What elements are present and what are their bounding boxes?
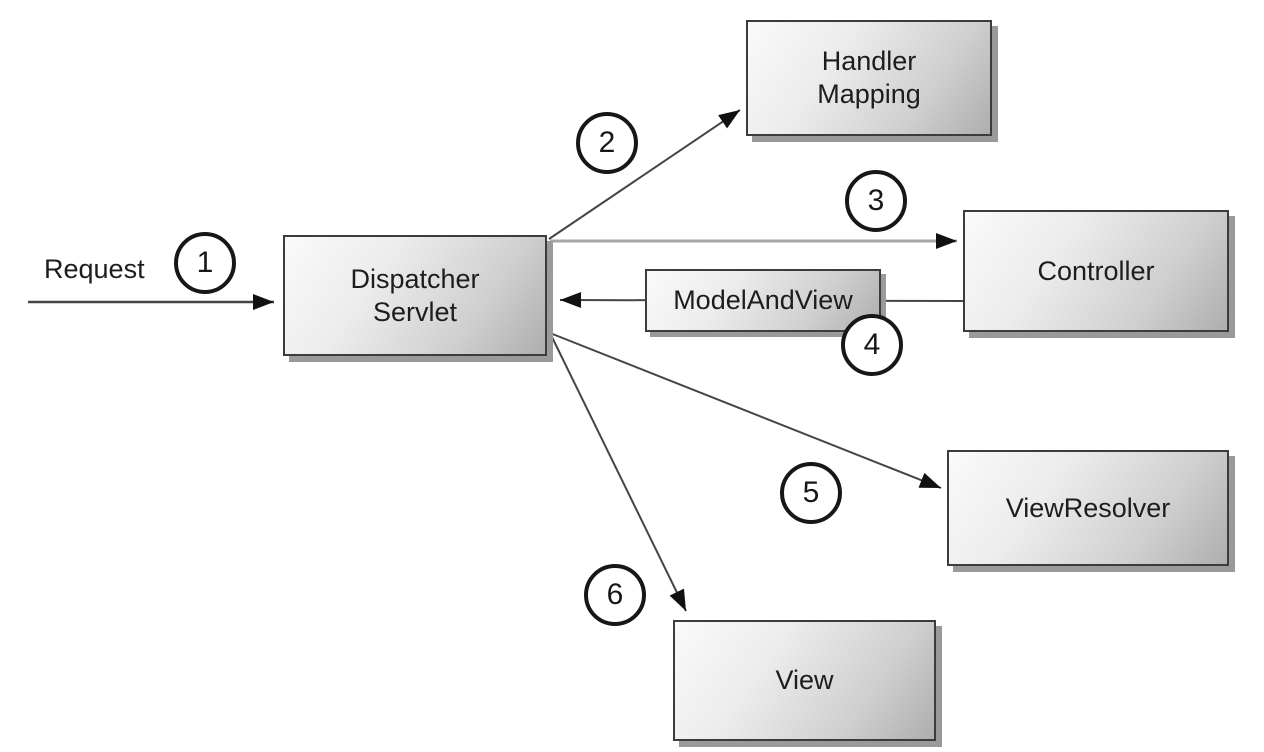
step-badge-1: 1 bbox=[174, 232, 236, 294]
node-view: View bbox=[673, 620, 936, 741]
node-controller: Controller bbox=[963, 210, 1229, 332]
step-badge-2: 2 bbox=[576, 112, 638, 174]
request-label: Request bbox=[44, 254, 145, 284]
arrow-5-dispatcher-to-viewresolver bbox=[549, 332, 942, 489]
node-dispatcher-servlet: Dispatcher Servlet bbox=[283, 235, 547, 356]
arrow-2-dispatcher-to-handlermapping bbox=[548, 109, 741, 240]
step-badge-6: 6 bbox=[584, 564, 646, 626]
node-model-and-view: ModelAndView bbox=[645, 269, 881, 332]
node-view-resolver: ViewResolver bbox=[947, 450, 1229, 566]
step-badge-5: 5 bbox=[780, 462, 842, 524]
node-handler-mapping: Handler Mapping bbox=[746, 20, 992, 136]
arrow-6-dispatcher-to-view bbox=[549, 332, 687, 612]
step-badge-3: 3 bbox=[845, 170, 907, 232]
step-badge-4: 4 bbox=[841, 314, 903, 376]
